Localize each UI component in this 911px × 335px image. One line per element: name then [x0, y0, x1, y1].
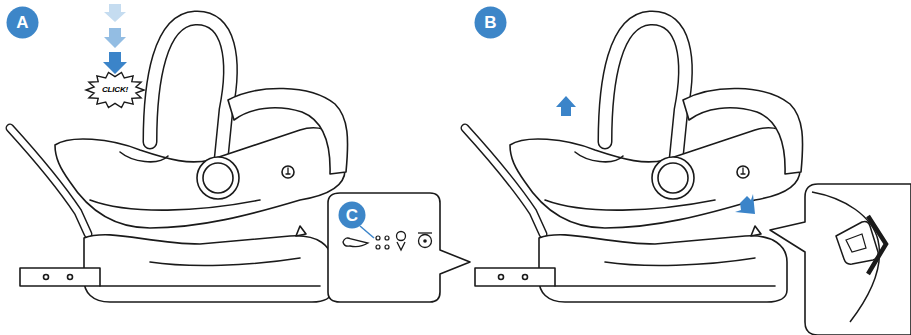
indicator-mark [418, 232, 432, 233]
sound-effect-text: CLICK! [102, 86, 128, 94]
down-arrow [103, 52, 127, 74]
pin-symbol [343, 238, 368, 247]
lift-arrow [556, 96, 576, 116]
detail-inset [328, 193, 470, 302]
release-marker [868, 216, 886, 274]
step-letter: C [346, 207, 358, 224]
burst-outline [86, 73, 144, 108]
indicator-dot [376, 236, 380, 240]
lever-grip [846, 234, 866, 252]
badge-circle [475, 7, 507, 39]
indicator-ring [397, 232, 406, 241]
callout-badge: C [338, 201, 366, 229]
down-arrow [104, 4, 126, 22]
indicator-mark [397, 242, 405, 250]
step-letter: B [484, 14, 496, 31]
indicator-dot [385, 236, 389, 240]
badge-circle [7, 7, 39, 39]
indicator-dot [423, 239, 427, 243]
indicator-dot [376, 245, 380, 249]
detail-inset [770, 184, 911, 335]
release-lever [836, 222, 878, 265]
car-seat-on-base [10, 18, 348, 302]
down-arrow [104, 28, 126, 48]
step-badge: B [474, 6, 507, 39]
indicator-dot [385, 245, 389, 249]
car-seat-on-base [465, 18, 803, 302]
base-edge [812, 192, 879, 322]
indicator-ring [419, 235, 432, 248]
leader-line [360, 226, 374, 238]
step-badge: A [6, 6, 39, 39]
click-burst: CLICK! [86, 72, 144, 108]
release-arrow [735, 194, 755, 214]
step-letter: A [16, 14, 28, 31]
badge-circle [339, 202, 366, 229]
